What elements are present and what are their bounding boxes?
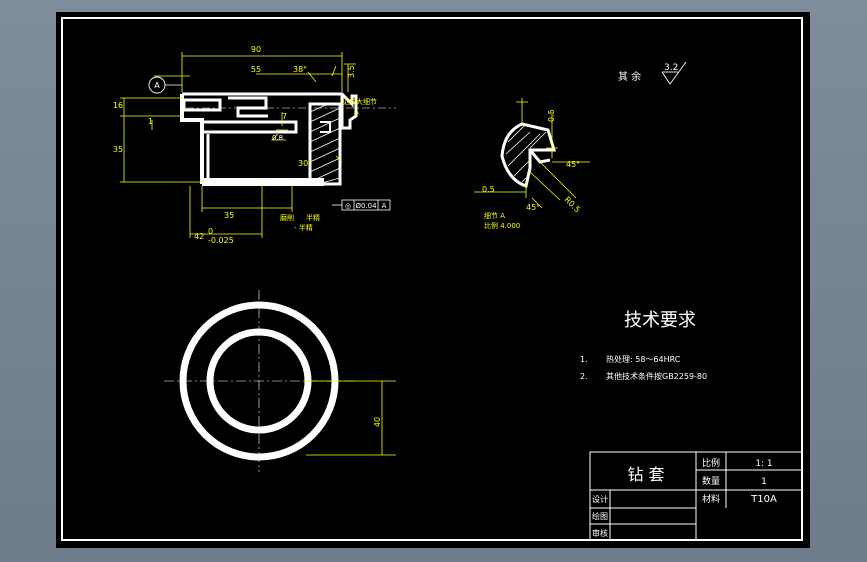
dim-outer-len: 42 (194, 232, 204, 241)
dim-chamfer-small: 3.5 (347, 65, 356, 78)
tech-item-1-text: 热处理: 58～64HRC (606, 354, 681, 364)
roughness-note-b: 半精 (306, 213, 320, 222)
dim-outer-tol-low: -0.025 (208, 236, 234, 245)
scale-value: 1: 1 (755, 459, 772, 469)
dim-chamfer-angle: 38° (293, 65, 307, 74)
scale-label: 比例 (702, 457, 720, 469)
detail-dim-angle2: 45° (526, 203, 540, 212)
roughness-symbol-icon (661, 61, 687, 85)
dim-step: 7 (282, 112, 287, 121)
bore-top (202, 120, 298, 134)
check-label: 审核 (592, 528, 608, 538)
flange-step (228, 96, 268, 118)
qty-label: 数量 (702, 475, 720, 487)
qty-value: 1 (761, 477, 767, 487)
top-view-dim: 40 (373, 417, 382, 427)
dimension-lines (120, 52, 356, 238)
material-value: T10A (750, 494, 777, 505)
design-label: 设计 (592, 494, 608, 504)
detail-dim-bottom: 0.5 (482, 185, 495, 194)
tech-title: 技术要求 (624, 310, 696, 331)
roughness-note-c: - 半精 (294, 223, 313, 232)
dim-gap: 1 (148, 117, 153, 126)
tech-item-2-num: 2. (580, 372, 588, 381)
hatched-wall (308, 102, 342, 186)
dim-overall-width: 90 (251, 45, 261, 54)
tech-requirements: 技术要求 1. 热处理: 58～64HRC 2. 其他技术条件按GB2259-8… (580, 310, 707, 381)
surface-note-value: 3.2 (664, 63, 678, 73)
draw-label: 绘图 (592, 511, 608, 521)
detail-dim-top: 0.5 (547, 109, 556, 122)
top-flange (182, 92, 358, 130)
dim-outer-tol-up: 0 (208, 227, 213, 236)
part-name: 钻 套 (627, 465, 664, 484)
section-view: A 90 55 38° 3.5 16 1 35 7 0.8 30° 35 42 … (113, 45, 396, 245)
dim-height-top: 16 (113, 101, 123, 110)
tolerance-datum: A (382, 202, 387, 210)
tech-item-2-text: 其他技术条件按GB2259-80 (606, 371, 707, 381)
flange-slot (182, 98, 222, 112)
top-view: 40 (164, 290, 396, 472)
drawing-viewport[interactable]: A 90 55 38° 3.5 16 1 35 7 0.8 30° 35 42 … (56, 12, 810, 548)
detail-dim-angle1: 45° (566, 160, 580, 169)
dim-bore-depth: 35 (224, 211, 234, 220)
dim-height-total: 35 (113, 145, 123, 154)
surface-note: 其 余 3.2 (618, 61, 687, 85)
tolerance-symbol: ◎ (345, 202, 351, 210)
detail-dim-radius: R0.5 (563, 195, 582, 214)
title-block (589, 451, 803, 541)
top-view-dim-lines (306, 380, 396, 456)
dim-inner-width: 55 (251, 65, 261, 74)
cad-drawing: A 90 55 38° 3.5 16 1 35 7 0.8 30° 35 42 … (61, 17, 803, 541)
material-label: 材料 (702, 493, 720, 505)
tolerance-frame: ◎ Ø0.04 A (332, 199, 391, 211)
detail-ref-label: 见放大细节 (342, 97, 377, 106)
tolerance-value: Ø0.04 (355, 202, 377, 210)
detail-scale: 比例 4.000 (484, 221, 520, 230)
surface-note-prefix: 其 余 (618, 70, 641, 83)
dim-angle-bottom: 30° (298, 159, 312, 168)
drawing-frame (61, 17, 803, 541)
roughness-value: 0.8 (272, 134, 283, 142)
detail-view: 0.5 45° 0.5 45° R0.5 细节 A 比例 4.000 (474, 98, 590, 230)
detail-outline (500, 122, 557, 188)
roughness-note-a: 磨削 (280, 213, 294, 222)
datum-letter: A (154, 81, 160, 90)
tech-item-1-num: 1. (580, 355, 588, 364)
detail-dim-lines (474, 98, 590, 209)
detail-ref-letter: A (354, 108, 359, 116)
bore-wall (200, 132, 210, 180)
detail-title: 细节 A (484, 211, 505, 220)
